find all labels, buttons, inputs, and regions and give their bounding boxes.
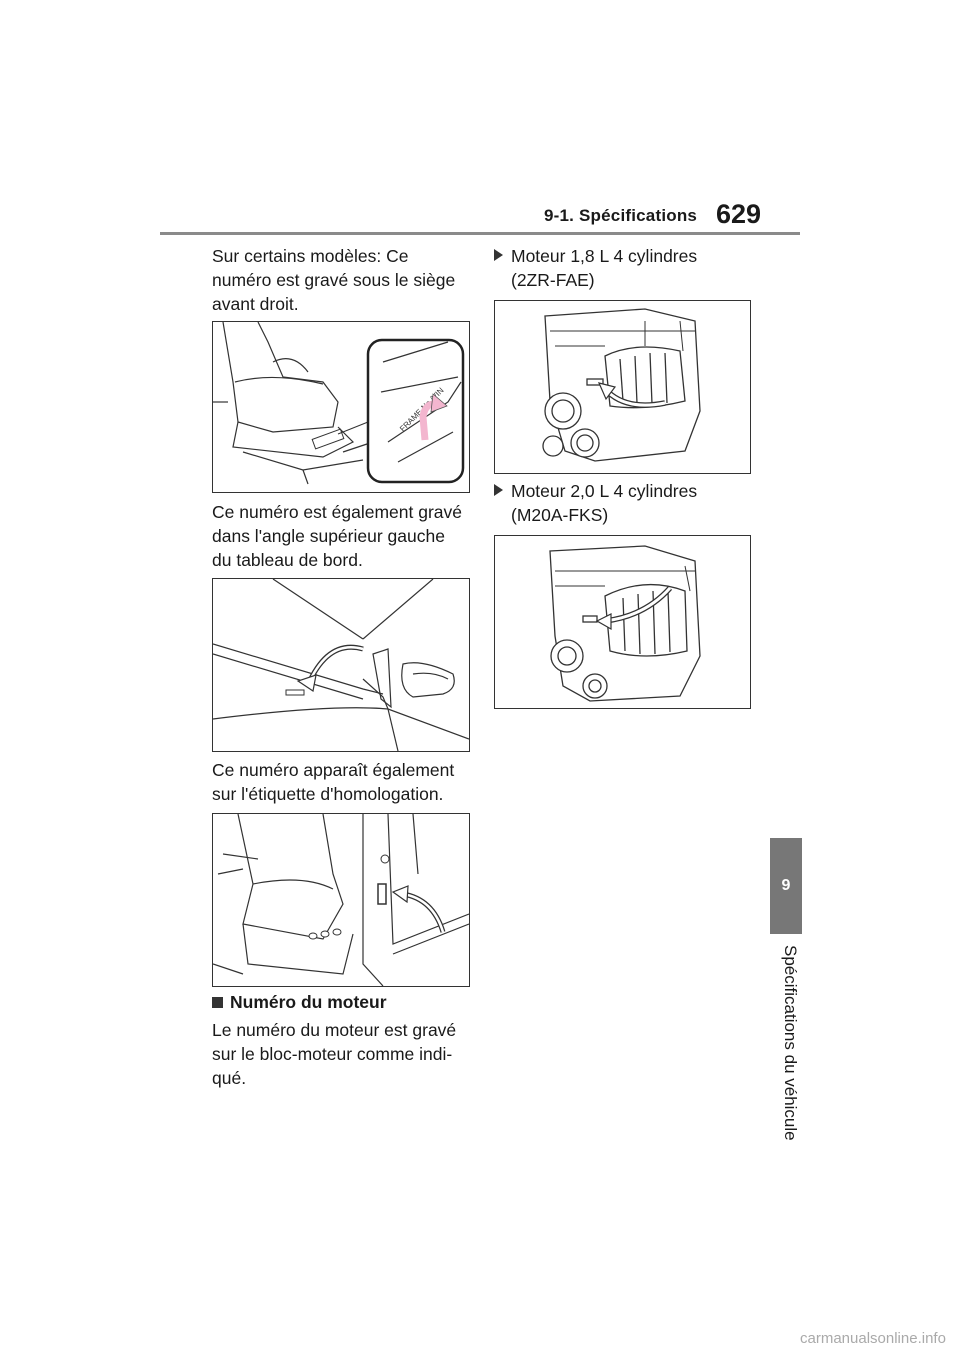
seat-vin-figure: FRAME No./VIN: [212, 321, 470, 493]
text-line: Sur certains modèles: Ce: [212, 246, 409, 266]
para-seat: Sur certains modèles: Ce numéro est grav…: [212, 244, 455, 316]
para-dashboard: Ce numéro est également gravé dans l'ang…: [212, 500, 462, 572]
engine-m20a-figure: [494, 535, 751, 709]
door-pillar-label-figure: [212, 813, 470, 987]
text-line: du tableau de bord.: [212, 550, 363, 570]
text-line: sur l'étiquette d'homologation.: [212, 784, 444, 804]
dashboard-vin-figure: [212, 578, 470, 752]
para-engine: Le numéro du moteur est gravé sur le blo…: [212, 1018, 456, 1090]
engine1-label: Moteur 1,8 L 4 cylindres (2ZR-FAE): [494, 244, 697, 292]
text-line: Ce numéro est également gravé: [212, 502, 462, 522]
seat-illustration: FRAME No./VIN: [213, 322, 465, 485]
engine-number-heading: Numéro du moteur: [212, 990, 387, 1014]
text-line: qué.: [212, 1068, 247, 1088]
text-line: Ce numéro apparaît également: [212, 760, 455, 780]
chapter-tab[interactable]: 9: [770, 838, 802, 934]
engine-2zr-figure: [494, 300, 751, 474]
page-number: 629: [716, 199, 762, 229]
engine-m20a-illustration: [549, 545, 701, 702]
text-line: dans l'angle supérieur gauche: [212, 526, 445, 546]
text-line: avant droit.: [212, 294, 299, 314]
chapter-title-vertical: Spécifications du véhicule: [781, 945, 800, 1141]
engine-2zr-illustration: [542, 308, 701, 462]
header-rule: [160, 232, 800, 235]
windshield-illustration: [213, 579, 469, 751]
triangle-bullet-icon: [494, 484, 503, 496]
watermark: carmanualsonline.info: [800, 1330, 946, 1347]
door-seat-illustration: [213, 814, 469, 986]
triangle-bullet-icon: [494, 249, 503, 261]
text-line: numéro est gravé sous le siège: [212, 270, 456, 290]
text-line: sur le bloc-moteur comme indi-: [212, 1044, 453, 1064]
para-label: Ce numéro apparaît également sur l'étiqu…: [212, 758, 454, 806]
text-line: Le numéro du moteur est gravé: [212, 1020, 457, 1040]
engine2-label: Moteur 2,0 L 4 cylindres (M20A-FKS): [494, 479, 697, 527]
section-title: 9-1. Spécifications: [544, 206, 698, 225]
square-bullet-icon: [212, 997, 223, 1008]
